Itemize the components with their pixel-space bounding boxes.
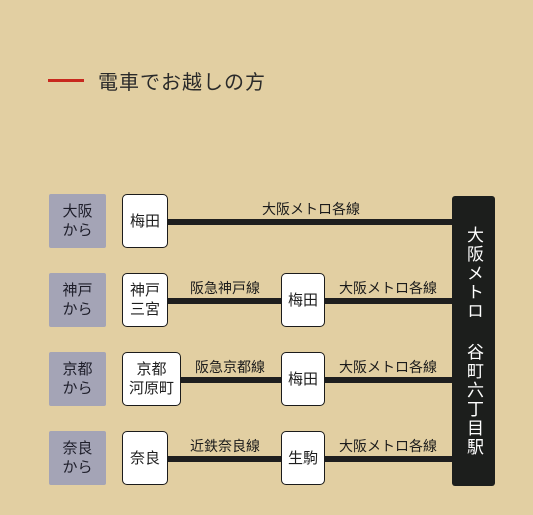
route-kobe-line-hankyu (166, 298, 284, 304)
route-kobe-line-metro (322, 298, 456, 304)
section-heading: 電車でお越しの方 (48, 66, 266, 95)
route-nara-line-metro-label: 大阪メトロ各線 (339, 439, 437, 455)
route-nara-line-metro (322, 456, 456, 462)
route-kyoto-line-hankyu (178, 377, 284, 383)
destination-station: 大阪メトロ 谷町六丁目駅 (452, 196, 495, 486)
route-kobe-station-umeda: 梅田 (281, 273, 325, 327)
route-osaka-station-umeda: 梅田 (122, 194, 168, 248)
route-kyoto-origin: 京都 から (49, 352, 106, 406)
route-kyoto-station-umeda: 梅田 (281, 352, 325, 406)
destination-label: 大阪メトロ 谷町六丁目駅 (463, 225, 483, 457)
route-kobe-station-sannomiya: 神戸 三宮 (122, 273, 168, 327)
route-nara-station-ikoma: 生駒 (281, 431, 325, 485)
route-kobe-line-hankyu-label: 阪急神戸線 (190, 281, 260, 297)
route-kobe-line-metro-label: 大阪メトロ各線 (339, 281, 437, 297)
route-kyoto-line-metro (322, 377, 456, 383)
heading-accent-rule (48, 79, 84, 82)
route-osaka-line-metro-label: 大阪メトロ各線 (262, 202, 360, 218)
route-kobe-origin: 神戸 から (49, 273, 106, 327)
route-osaka-origin: 大阪 から (49, 194, 106, 248)
route-nara-line-kintetsu (166, 456, 284, 462)
route-nara-line-kintetsu-label: 近鉄奈良線 (190, 439, 260, 455)
route-kyoto-line-metro-label: 大阪メトロ各線 (339, 360, 437, 376)
route-nara-station-nara: 奈良 (122, 431, 168, 485)
route-osaka-line-metro (166, 219, 456, 225)
heading-title: 電車でお越しの方 (98, 70, 266, 94)
route-kyoto-line-hankyu-label: 阪急京都線 (195, 360, 265, 376)
route-nara-origin: 奈良 から (49, 431, 106, 485)
route-kyoto-station-kawaramachi: 京都 河原町 (122, 352, 181, 406)
